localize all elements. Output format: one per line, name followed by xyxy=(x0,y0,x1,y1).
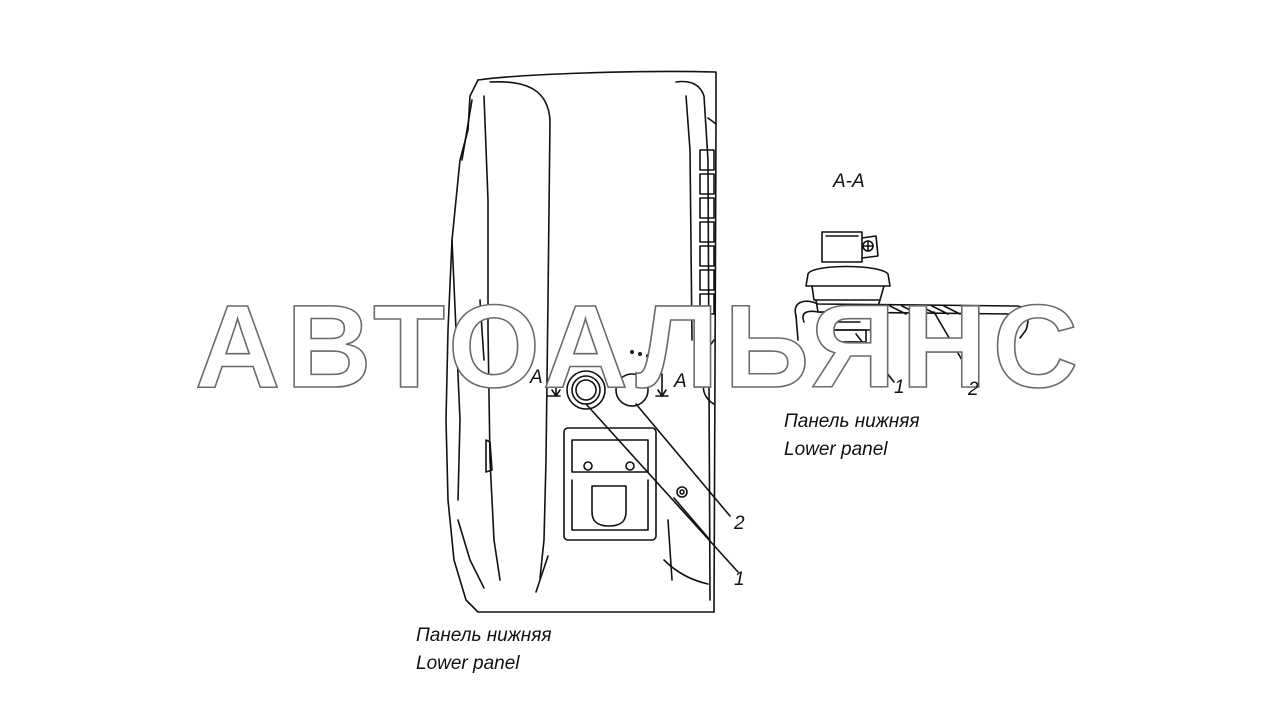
section-view xyxy=(794,231,1029,385)
callout-number: 2 xyxy=(968,379,979,400)
section-panel-label-ru: Панель нижняя xyxy=(784,411,920,432)
section-title: А-А xyxy=(833,171,865,192)
panel-label-en: Lower panel xyxy=(416,653,520,674)
panel-label-ru: Панель нижняя xyxy=(416,625,552,646)
callout-number: 2 xyxy=(734,513,745,534)
callout-number: 1 xyxy=(894,377,905,398)
section-panel-label-en: Lower panel xyxy=(784,439,888,460)
main-view-panel xyxy=(445,70,739,613)
section-mark-right: А xyxy=(674,371,687,392)
section-mark-left: А xyxy=(530,367,543,388)
callout-number: 1 xyxy=(734,569,745,590)
